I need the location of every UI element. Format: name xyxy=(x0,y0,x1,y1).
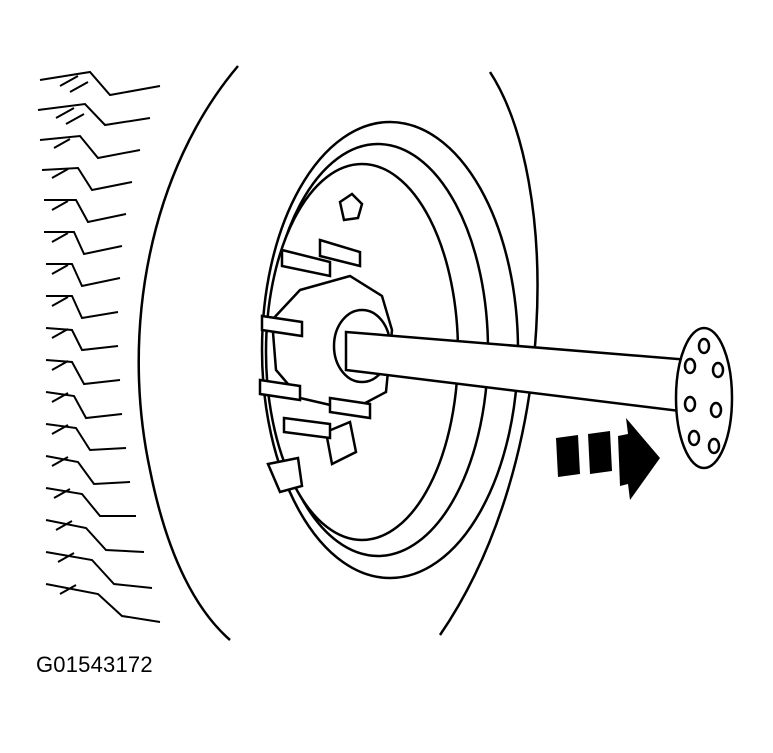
arrow-head xyxy=(618,418,660,500)
tire-sidewall-outer xyxy=(137,65,239,641)
drum-slot-bottom xyxy=(324,420,358,466)
arrow-bar-2 xyxy=(588,431,612,474)
axle-shaft xyxy=(344,326,734,470)
drum-slot-left xyxy=(266,456,304,494)
pull-direction-arrow xyxy=(556,418,660,500)
tire-tread xyxy=(37,70,161,623)
figure-code: G01543172 xyxy=(36,652,153,677)
wheel-studs xyxy=(258,238,372,440)
tire-sidewall-inner xyxy=(438,71,539,636)
tire xyxy=(137,65,539,641)
flange-holes xyxy=(683,337,725,455)
arrow-bar-1 xyxy=(556,435,580,477)
drum-slot-top xyxy=(338,192,364,222)
